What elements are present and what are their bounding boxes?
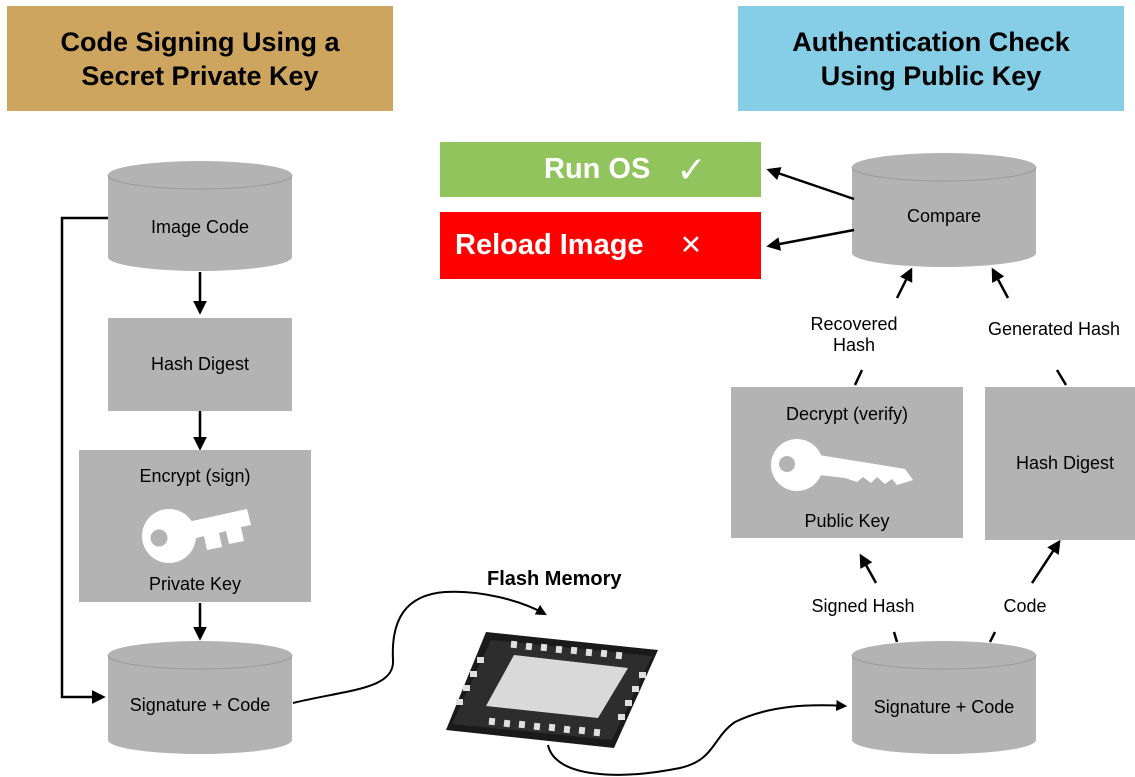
line-hashdigest-to-generated <box>1055 369 1068 386</box>
right-title-box: Authentication Check Using Public Key <box>738 6 1124 111</box>
checkmark-icon: ✓ <box>676 148 707 190</box>
reload-image-label: Reload Image <box>455 229 644 261</box>
key-icon <box>142 509 251 563</box>
signed-hash-label: Signed Hash <box>811 596 915 616</box>
encrypt-label: Encrypt (sign) <box>139 466 251 486</box>
recovered-hash-line2: Hash <box>832 335 876 355</box>
right-hash-digest-box: Hash Digest <box>985 387 1135 540</box>
hash-digest-label: Hash Digest <box>150 354 250 374</box>
arrow-code-to-hashdigest <box>1030 539 1061 584</box>
flash-memory-label: Flash Memory <box>487 568 622 590</box>
left-title-box: Code Signing Using a Secret Private Key <box>7 6 393 111</box>
line-decrypt-to-recovered <box>853 369 864 386</box>
public-key-label: Public Key <box>804 511 890 531</box>
line-cyl-to-signedhash <box>892 631 899 643</box>
reload-image-box: Reload Image ✕ <box>440 212 761 279</box>
arrow-recovered-to-compare <box>895 267 913 299</box>
decrypt-label: Decrypt (verify) <box>785 404 908 424</box>
curve-to-flash <box>292 590 547 704</box>
left-title: Code Signing Using a Secret Private Key <box>60 26 340 91</box>
arrow-compare-to-run <box>766 167 855 201</box>
curve-from-flash <box>547 700 848 776</box>
arrow-compare-to-reload <box>766 228 855 251</box>
x-mark-icon: ✕ <box>679 230 703 260</box>
decrypt-box: Decrypt (verify) Public Key <box>731 387 963 538</box>
compare-cylinder <box>851 153 1037 267</box>
left-signature-code-cylinder <box>107 641 293 754</box>
encrypt-box: Encrypt (sign) Private Key <box>79 450 311 602</box>
line-cyl-to-code <box>988 631 997 643</box>
hash-digest-box: Hash Digest <box>108 318 292 411</box>
image-code-label: Image Code <box>150 216 250 237</box>
generated-hash-label: Generated Hash <box>987 319 1121 339</box>
code-label: Code <box>1003 596 1047 616</box>
arrow-image-bypass <box>60 216 108 704</box>
image-code-cylinder <box>107 161 293 271</box>
flash-chip-icon <box>446 632 658 748</box>
arrow-generated-to-compare <box>991 267 1010 299</box>
right-title: Authentication Check Using Public Key <box>792 26 1070 91</box>
run-os-label: Run OS <box>544 153 651 185</box>
private-key-label: Private Key <box>148 574 242 594</box>
right-hash-digest-label: Hash Digest <box>1015 453 1115 473</box>
recovered-hash-label: Recovered Hash <box>784 314 924 356</box>
right-signature-code-label: Signature + Code <box>873 696 1015 717</box>
run-os-box: Run OS ✓ <box>440 142 761 197</box>
arrow-signedhash-to-decrypt <box>859 553 878 584</box>
recovered-hash-line1: Recovered <box>810 314 898 334</box>
key-icon <box>771 439 913 491</box>
right-signature-code-cylinder <box>851 641 1037 754</box>
left-signature-code-label: Signature + Code <box>129 694 271 715</box>
compare-label: Compare <box>906 205 982 226</box>
